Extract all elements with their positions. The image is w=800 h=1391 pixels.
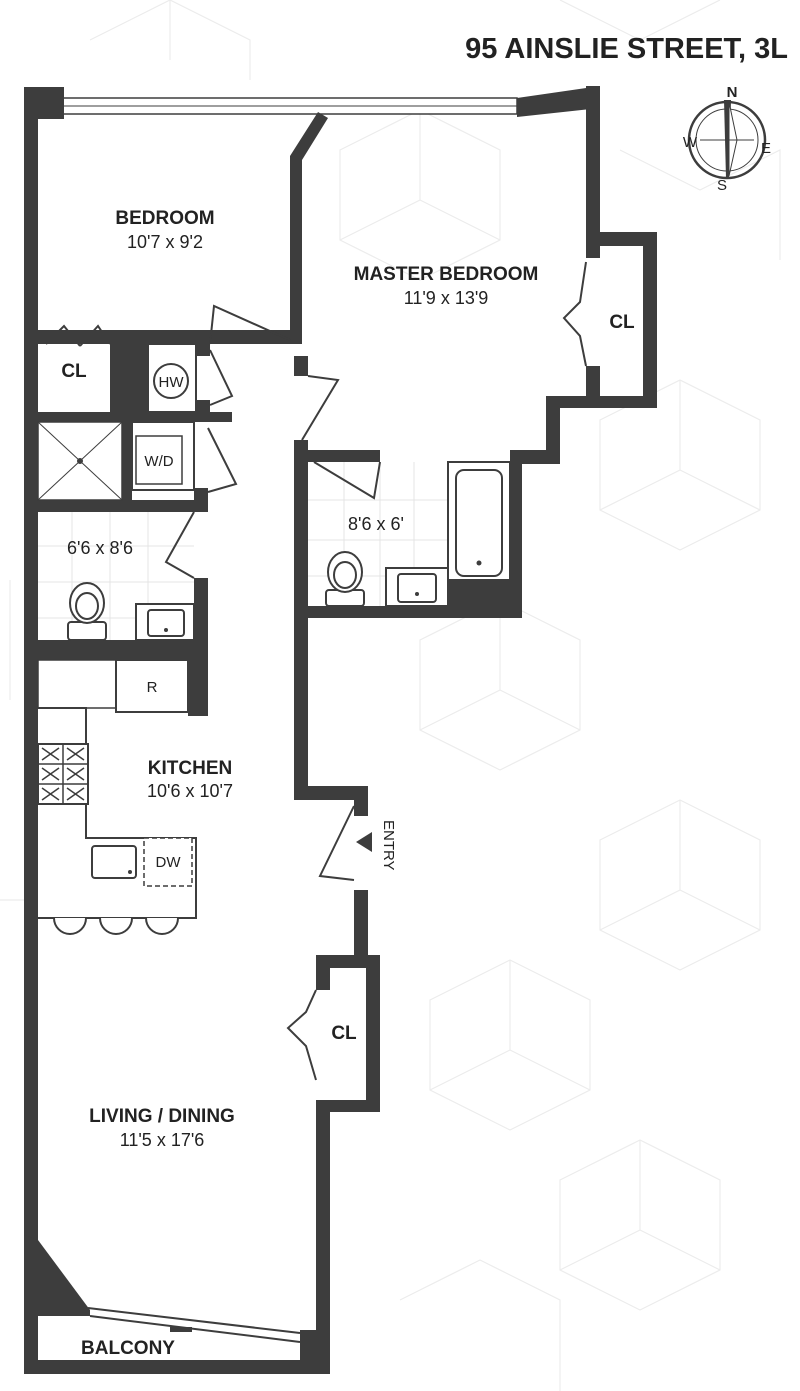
toilet-2-icon: [325, 551, 365, 607]
compass-west: W: [683, 134, 698, 151]
entry-label: ENTRY: [380, 820, 397, 871]
bedroom-closet: CL: [45, 324, 111, 382]
master-bedroom-door: [301, 375, 340, 441]
entry-arrow-icon: [356, 832, 372, 852]
master-bedroom-name: MASTER BEDROOM: [354, 264, 539, 285]
bathroom-1: 6'6 x 8'6: [38, 511, 195, 641]
toilet-icon: [67, 582, 107, 641]
washer-dryer: W/D: [131, 421, 238, 493]
water-heater-label: HW: [159, 374, 185, 391]
kitchen-dims: 10'6 x 10'7: [147, 781, 233, 801]
dishwasher-label: DW: [156, 854, 182, 871]
walls: [24, 86, 657, 1374]
dishwasher-icon: DW: [143, 837, 193, 887]
bedroom-name: BEDROOM: [115, 208, 214, 229]
bathroom-2: 8'6 x 6': [308, 461, 511, 607]
living-dining-dims: 11'5 x 17'6: [120, 1130, 205, 1150]
bedroom-dims: 10'7 x 9'2: [127, 232, 203, 252]
shower: [37, 421, 123, 501]
balcony-label: BALCONY: [81, 1338, 175, 1359]
kitchen: R DW KITCH: [37, 659, 233, 935]
kitchen-sink-icon: [91, 845, 137, 879]
kitchen-name: KITCHEN: [148, 758, 232, 779]
living-closet: CL: [286, 989, 357, 1081]
stove-icon: [37, 743, 89, 805]
living-closet-label: CL: [331, 1023, 357, 1044]
sink-2-icon: [385, 567, 449, 607]
compass-east: E: [761, 140, 771, 157]
water-heater-closet: HW: [147, 343, 234, 413]
sink-icon: [135, 603, 195, 641]
bathtub-icon: [447, 461, 511, 581]
bath-1-dims: 6'6 x 8'6: [67, 538, 133, 558]
entry: ENTRY: [318, 805, 397, 881]
master-closet: CL: [562, 261, 635, 367]
compass-south: S: [717, 177, 727, 194]
background-pattern: [0, 0, 781, 1391]
compass-north: N: [727, 84, 738, 101]
washer-dryer-label: W/D: [144, 453, 173, 470]
bath-2-dims: 8'6 x 6': [348, 514, 404, 534]
bar-stools: [53, 917, 179, 935]
closet-label: CL: [61, 361, 87, 382]
bedroom-door: [209, 304, 291, 345]
master-closet-label: CL: [609, 312, 635, 333]
master-bedroom-dims: 11'9 x 13'9: [404, 288, 489, 308]
compass-icon: N S W E: [683, 84, 771, 194]
page-title: 95 AINSLIE STREET, 3L: [465, 33, 788, 65]
refrigerator-label: R: [147, 679, 158, 696]
living-dining-name: LIVING / DINING: [89, 1106, 235, 1127]
